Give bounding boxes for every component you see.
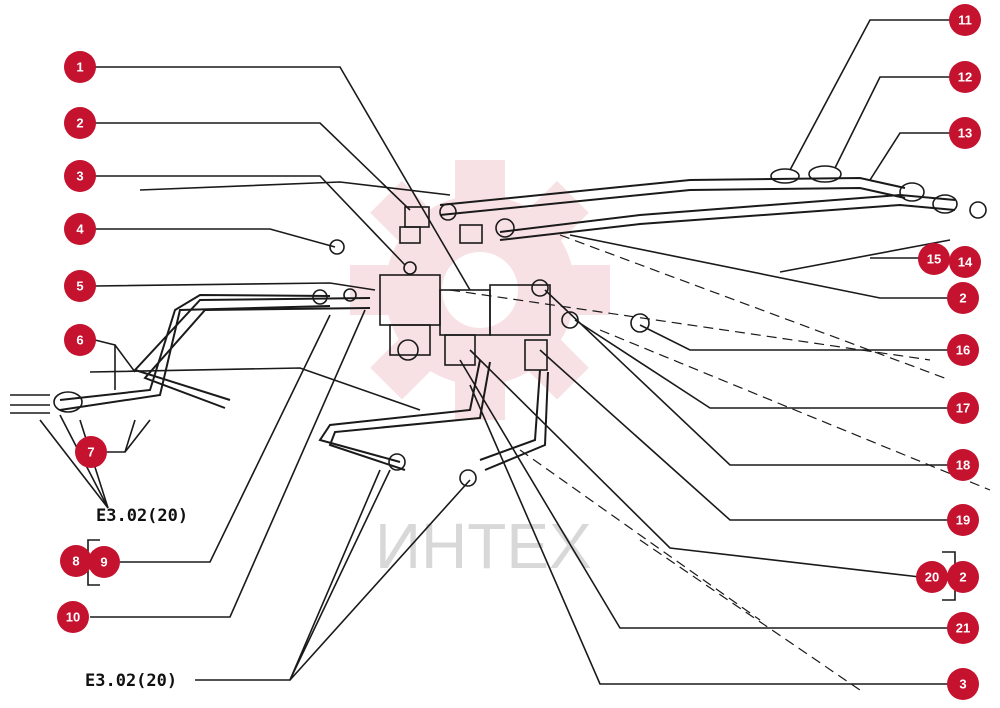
svg-text:13: 13 — [958, 126, 972, 141]
callout-18: 18 — [947, 449, 979, 481]
svg-text:18: 18 — [956, 458, 970, 473]
leader-lines — [39, 19, 950, 685]
callout-9: 9 — [88, 546, 120, 578]
svg-text:10: 10 — [66, 610, 80, 625]
svg-text:9: 9 — [100, 555, 107, 570]
svg-text:2: 2 — [959, 291, 966, 306]
callout-21: 21 — [947, 612, 979, 644]
callout-20: 20 — [916, 561, 948, 593]
svg-text:3: 3 — [959, 677, 966, 692]
svg-text:20: 20 — [925, 570, 939, 585]
callout-7: 7 — [75, 436, 107, 468]
svg-text:16: 16 — [956, 343, 970, 358]
callout-4: 4 — [64, 213, 96, 245]
callout-15: 15 — [918, 243, 950, 275]
callout-2-right-middle: 2 — [947, 561, 979, 593]
assembly-drawing — [10, 165, 991, 691]
svg-text:2: 2 — [959, 570, 966, 585]
svg-text:2: 2 — [76, 116, 83, 131]
watermark-gear-icon — [350, 160, 610, 420]
callout-2-right-upper: 2 — [947, 282, 979, 314]
callout-5: 5 — [64, 270, 96, 302]
callout-16: 16 — [947, 334, 979, 366]
svg-text:8: 8 — [72, 554, 79, 569]
callout-3-right-lower: 3 — [947, 668, 979, 700]
callout-10: 10 — [57, 601, 89, 633]
svg-text:7: 7 — [87, 445, 94, 460]
svg-text:3: 3 — [76, 169, 83, 184]
reference-label-lower: E3.02(20) — [85, 671, 177, 691]
callout-3: 3 — [64, 160, 96, 192]
watermark-text: ИНТЕХ — [375, 510, 592, 582]
reference-label-upper: E3.02(20) — [96, 506, 188, 526]
callout-19: 19 — [947, 504, 979, 536]
svg-text:21: 21 — [956, 621, 970, 636]
callout-2: 2 — [64, 107, 96, 139]
callout-14: 14 — [949, 246, 981, 278]
callout-1: 1 — [64, 51, 96, 83]
callout-6: 6 — [64, 324, 96, 356]
svg-text:17: 17 — [956, 401, 970, 416]
callout-8: 8 — [60, 545, 92, 577]
svg-text:19: 19 — [956, 513, 970, 528]
svg-text:5: 5 — [76, 279, 83, 294]
svg-text:11: 11 — [958, 13, 972, 28]
callout-13: 13 — [949, 117, 981, 149]
callout-11: 11 — [949, 4, 981, 36]
callout-17: 17 — [947, 392, 979, 424]
svg-text:14: 14 — [958, 255, 973, 270]
svg-text:1: 1 — [76, 60, 83, 75]
svg-text:12: 12 — [958, 70, 972, 85]
svg-text:4: 4 — [76, 222, 84, 237]
callout-12: 12 — [949, 61, 981, 93]
svg-text:15: 15 — [927, 252, 941, 267]
svg-text:6: 6 — [76, 333, 83, 348]
